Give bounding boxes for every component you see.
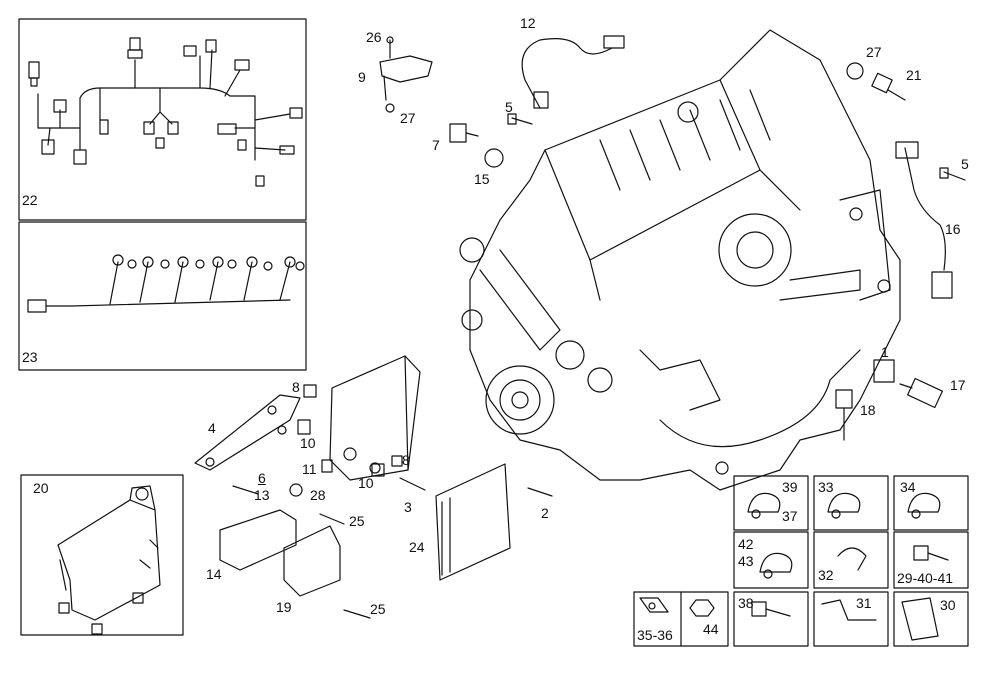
sensor-cable-12 xyxy=(521,35,625,109)
kit-boxes xyxy=(633,475,969,647)
callout-27-left: 27 xyxy=(400,110,416,126)
kit-33: 33 xyxy=(818,479,834,495)
callout-27-right: 27 xyxy=(866,44,882,60)
callout-28: 28 xyxy=(310,487,326,503)
injector-harness-panel[interactable] xyxy=(18,221,307,371)
kit-43: 43 xyxy=(738,553,754,569)
callout-3: 3 xyxy=(404,499,412,515)
callout-22: 22 xyxy=(22,192,38,208)
bolt-5-left xyxy=(507,113,533,125)
kit-44: 44 xyxy=(703,621,719,637)
kit-39: 39 xyxy=(782,479,798,495)
kit-35-36: 35-36 xyxy=(637,627,673,643)
small-parts xyxy=(297,384,403,477)
callout-5-right: 5 xyxy=(961,156,969,172)
part-1 xyxy=(873,359,895,383)
callout-24: 24 xyxy=(409,539,425,555)
callout-26: 26 xyxy=(366,29,382,45)
ecu-24 xyxy=(435,463,511,581)
callout-7: 7 xyxy=(432,137,440,153)
callout-15: 15 xyxy=(474,171,490,187)
callout-11: 11 xyxy=(302,461,317,477)
callout-5-left: 5 xyxy=(505,99,513,115)
callout-19: 19 xyxy=(276,599,292,615)
relay-14-19 xyxy=(219,483,341,597)
callout-10-right: 10 xyxy=(358,475,374,491)
callout-21: 21 xyxy=(906,67,922,83)
callout-12: 12 xyxy=(520,15,536,31)
kit-32: 32 xyxy=(818,567,834,583)
engine-drawing xyxy=(459,29,901,491)
sensor-21 xyxy=(846,62,906,101)
injector-harness-drawing xyxy=(27,254,305,313)
sensor-9 xyxy=(379,36,433,113)
kit-34: 34 xyxy=(900,479,916,495)
callout-10-left: 10 xyxy=(300,435,316,451)
callout-2: 2 xyxy=(541,505,549,521)
bolts xyxy=(232,477,553,619)
kit-38: 38 xyxy=(738,595,754,611)
callout-8-top: 8 xyxy=(292,379,300,395)
switch-18 xyxy=(835,389,853,441)
callout-16: 16 xyxy=(945,221,961,237)
callout-13: 13 xyxy=(254,487,270,503)
callout-17: 17 xyxy=(950,377,966,393)
plug-block-panel[interactable] xyxy=(20,474,184,636)
callout-20: 20 xyxy=(33,480,49,496)
callout-14: 14 xyxy=(206,566,222,582)
kit-37: 37 xyxy=(782,508,798,524)
wiring-harness-drawing xyxy=(28,37,303,187)
kit-30: 30 xyxy=(940,597,956,613)
sensor-7 xyxy=(449,123,504,168)
kit-31: 31 xyxy=(856,595,872,611)
bolt-5-right xyxy=(939,167,966,181)
callout-4: 4 xyxy=(208,420,216,436)
callout-18: 18 xyxy=(860,402,876,418)
callout-8-bottom: 8 xyxy=(402,452,410,468)
bracket-4 xyxy=(194,394,301,471)
plug-block-drawing xyxy=(57,485,161,635)
callout-9: 9 xyxy=(358,69,366,85)
kit-42: 42 xyxy=(738,536,754,552)
sensor-17 xyxy=(899,377,943,409)
callout-25-top: 25 xyxy=(349,513,365,529)
callout-6: 6 xyxy=(258,470,266,486)
wiring-harness-panel[interactable] xyxy=(18,18,307,221)
cable-16 xyxy=(895,141,953,299)
callout-23: 23 xyxy=(22,349,38,365)
kit-clamp-drawings xyxy=(639,492,949,641)
callout-25-bottom: 25 xyxy=(370,601,386,617)
kit-29-40-41: 29-40-41 xyxy=(897,570,954,586)
callout-1: 1 xyxy=(881,344,889,360)
